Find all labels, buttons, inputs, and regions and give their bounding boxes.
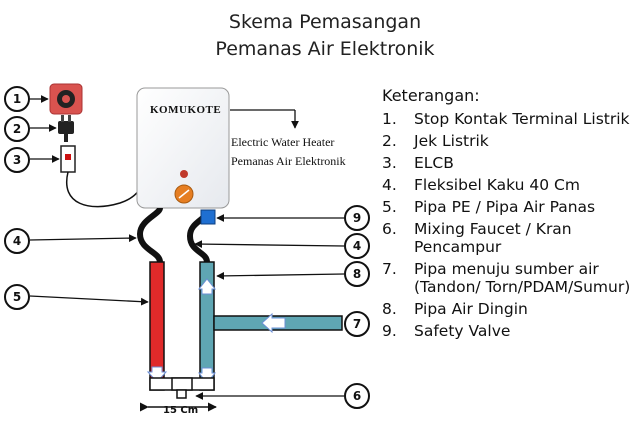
callout-4-left: 4 bbox=[4, 228, 30, 254]
legend-item: 1.Stop Kontak Terminal Listrik bbox=[382, 110, 630, 128]
legend-item: 4.Fleksibel Kaku 40 Cm bbox=[382, 176, 580, 194]
heater-label-id: Pemanas Air Elektronik bbox=[231, 154, 346, 168]
electric-plug-icon bbox=[58, 115, 74, 142]
legend-item: 5.Pipa PE / Pipa Air Panas bbox=[382, 198, 596, 216]
callout-7: 7 bbox=[344, 311, 370, 337]
legend-item: 7.Pipa menuju sumber air (Tandon/ Torn/P… bbox=[382, 260, 631, 296]
callout-5: 5 bbox=[4, 284, 30, 310]
legend-panel: Keterangan: 1.Stop Kontak Terminal Listr… bbox=[382, 86, 638, 344]
callout-3: 3 bbox=[4, 147, 30, 173]
flexible-hose-hot bbox=[136, 206, 163, 263]
diagram-title-line2: Pemanas Air Elektronik bbox=[215, 38, 435, 60]
legend-heading: Keterangan: bbox=[382, 86, 480, 105]
callout-9: 9 bbox=[344, 205, 370, 231]
callout-8: 8 bbox=[344, 261, 370, 287]
legend-item: 3.ELCB bbox=[382, 154, 454, 172]
legend-item: 8.Pipa Air Dingin bbox=[382, 300, 528, 318]
elcb-icon bbox=[60, 145, 76, 173]
water-heater-unit bbox=[136, 87, 230, 209]
mixing-faucet-icon bbox=[149, 377, 215, 399]
wall-outlet-icon bbox=[49, 83, 83, 115]
legend-item: 6.Mixing Faucet / Kran Pencampur bbox=[382, 220, 572, 256]
legend-item: 9.Safety Valve bbox=[382, 322, 511, 340]
callout-4-right: 4 bbox=[344, 233, 370, 259]
power-cable bbox=[65, 171, 143, 208]
callout-1: 1 bbox=[4, 86, 30, 112]
heater-brand-label: KOMUKOTE bbox=[150, 104, 222, 116]
heater-label-en: Electric Water Heater bbox=[231, 135, 335, 149]
legend-item: 2.Jek Listrik bbox=[382, 132, 489, 150]
callout-6: 6 bbox=[344, 383, 370, 409]
indicator-light-icon bbox=[180, 170, 188, 178]
dimension-label: 15 Cm bbox=[163, 405, 199, 416]
callout-2: 2 bbox=[4, 116, 30, 142]
flow-arrow-icons bbox=[146, 278, 286, 384]
safety-valve-icon bbox=[200, 209, 216, 225]
diagram-title-line1: Skema Pemasangan bbox=[228, 11, 422, 33]
